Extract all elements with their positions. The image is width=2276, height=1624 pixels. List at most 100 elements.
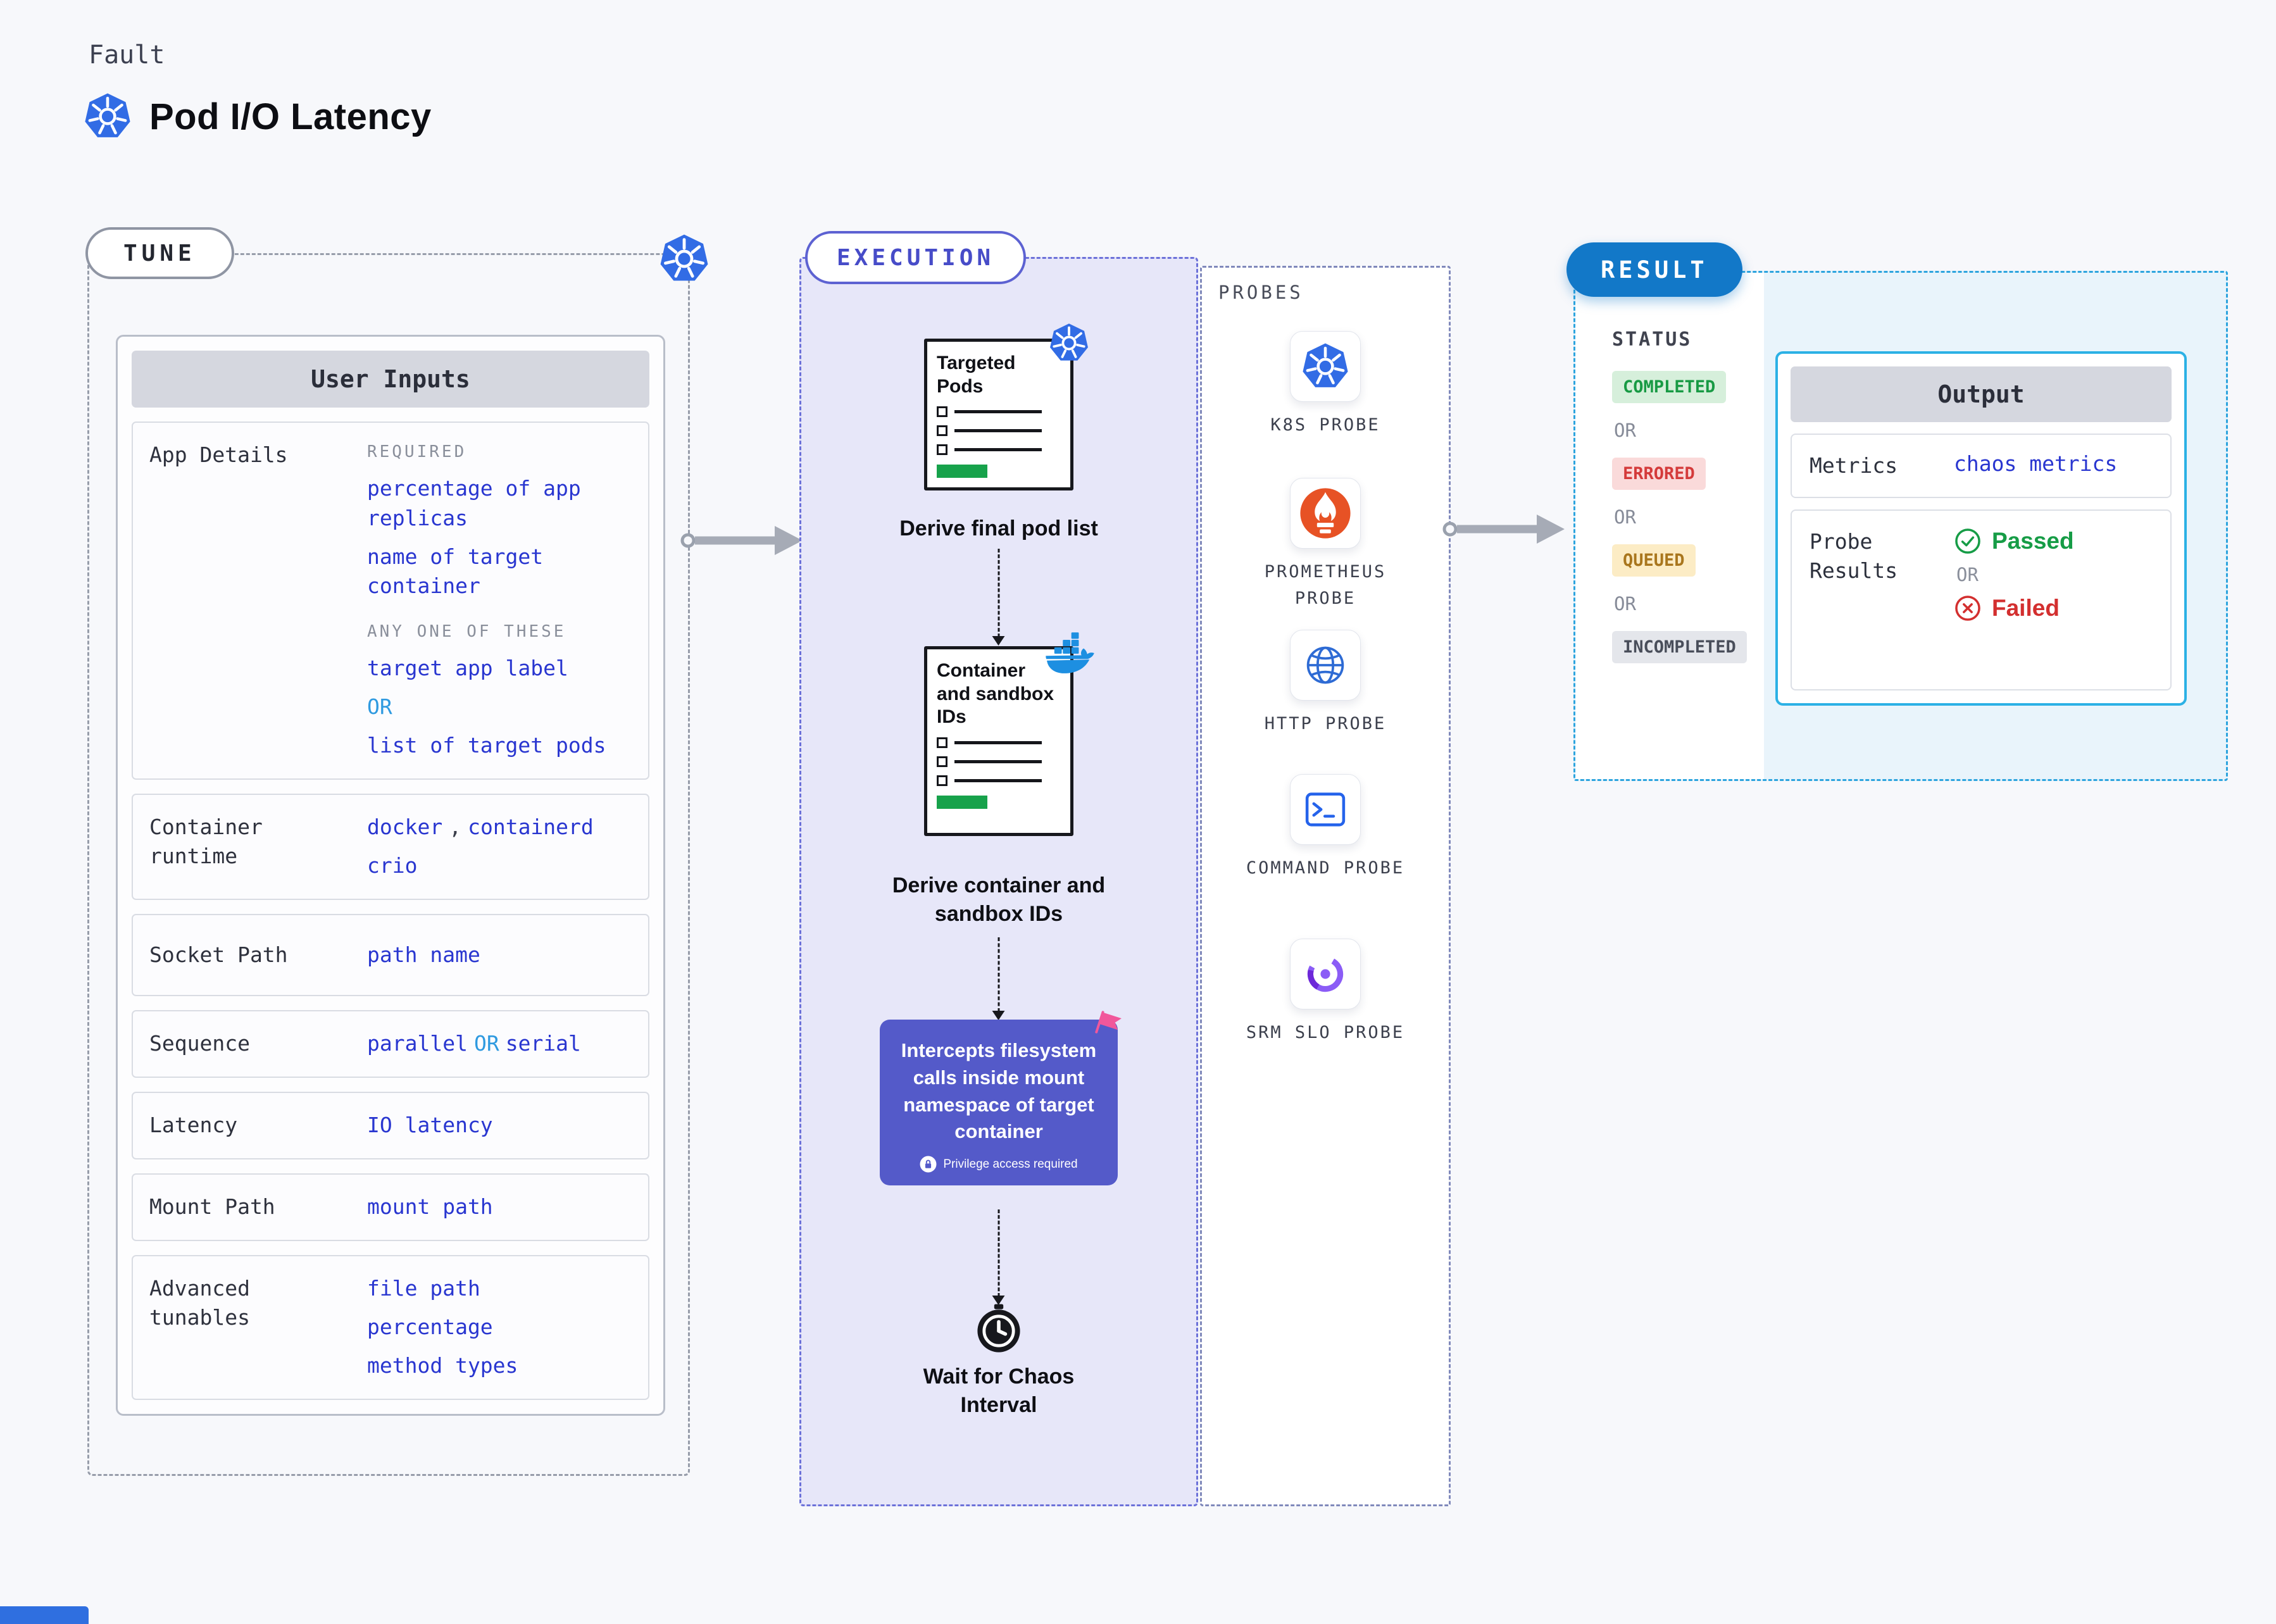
app-details-label: App Details — [149, 442, 288, 467]
socket-path-row: Socket Path path name — [132, 913, 649, 997]
mount-path-row: Mount Path mount path — [132, 1173, 649, 1241]
probe-name: SRM SLO PROBE — [1246, 1023, 1405, 1042]
anyone-item: target app label — [367, 656, 568, 681]
kubernetes-icon — [1301, 342, 1349, 390]
sequence-value: parallel — [367, 1031, 468, 1056]
output-title: Output — [1791, 366, 2172, 422]
status-panel — [1575, 273, 1764, 779]
anyone-item: list of target pods — [367, 732, 606, 758]
doc-green-bar — [937, 465, 987, 478]
step-caption: Derive final pod list — [899, 516, 1098, 540]
required-heading: REQUIRED — [367, 442, 467, 461]
flow-down-arrow — [992, 1209, 1005, 1305]
status-badge-errored: ERRORED — [1612, 458, 1706, 490]
cropped-blue-element — [0, 1606, 89, 1624]
targeted-pods-doc: Targeted Pods — [924, 339, 1073, 491]
tunable-value: percentage — [367, 1314, 493, 1339]
page-header: Pod I/O Latency — [84, 92, 432, 141]
latency-row: Latency IO latency — [132, 1092, 649, 1160]
page-title: Pod I/O Latency — [149, 96, 432, 137]
privilege-text: Privilege access required — [943, 1157, 1078, 1171]
runtime-value: docker — [367, 814, 443, 839]
or-separator: OR — [1956, 564, 1979, 586]
doc-title: Container and sandbox IDs — [937, 660, 1054, 728]
kubernetes-icon — [659, 234, 710, 284]
user-inputs-card: User Inputs App Details REQUIRED percent… — [116, 335, 665, 1416]
docker-icon — [1044, 627, 1097, 680]
tune-section: TUNE User Inputs App Details REQUIRED pe… — [85, 227, 690, 1476]
kubernetes-icon — [84, 92, 132, 141]
probes-section: PROBES K8S PROBE PROMETHEUS PROBE HTTP P… — [1200, 266, 1451, 1506]
x-circle-icon — [1954, 594, 1982, 622]
flag-icon — [1092, 1008, 1128, 1044]
or-separator: OR — [1614, 420, 1636, 441]
doc-list-line — [937, 775, 1061, 786]
probes-label: PROBES — [1218, 282, 1304, 303]
probe-results-label: Probe Results — [1810, 529, 1898, 584]
metrics-value: chaos metrics — [1954, 451, 2118, 476]
check-circle-icon — [1954, 527, 1982, 555]
execution-section: EXECUTION Targeted Pods Derive final pod… — [799, 231, 1198, 1506]
probes-to-result-arrow — [1437, 506, 1573, 552]
or-separator: OR — [367, 694, 392, 720]
lock-icon — [920, 1156, 937, 1173]
doc-list-line — [937, 444, 1061, 456]
status-badge-incompleted: INCOMPLETED — [1612, 631, 1747, 663]
socket-path-label: Socket Path — [149, 942, 288, 967]
status-column: STATUS COMPLETED OR ERRORED OR QUEUED OR… — [1612, 328, 1747, 663]
or-separator: OR — [1614, 593, 1636, 615]
latency-label: Latency — [149, 1113, 238, 1138]
status-badge-queued: QUEUED — [1612, 544, 1696, 577]
globe-icon — [1301, 641, 1349, 689]
failed-result: Failed — [1954, 594, 2074, 622]
status-heading: STATUS — [1612, 328, 1692, 351]
runtime-value: containerd — [468, 814, 594, 839]
prometheus-icon — [1297, 485, 1353, 541]
step-caption: Derive container and sandbox IDs — [892, 873, 1106, 926]
tune-label: TUNE — [85, 227, 234, 279]
doc-list-line — [937, 756, 1061, 767]
fault-eyebrow: Fault — [89, 41, 165, 70]
mount-path-label: Mount Path — [149, 1194, 275, 1220]
app-details-values: REQUIRED percentage of app replicas name… — [367, 440, 635, 761]
privilege-badge: Privilege access required — [895, 1156, 1103, 1173]
probe-name: PROMETHEUS PROBE — [1264, 562, 1387, 608]
user-inputs-title: User Inputs — [132, 351, 649, 408]
probe-item-http: HTTP PROBE — [1202, 630, 1449, 737]
flow-down-arrow — [992, 549, 1005, 646]
probe-name: COMMAND PROBE — [1246, 858, 1405, 878]
probe-item-k8s: K8S PROBE — [1202, 331, 1449, 439]
clock-icon — [973, 1303, 1024, 1354]
probe-name: K8S PROBE — [1270, 415, 1380, 435]
status-badge-completed: COMPLETED — [1612, 371, 1727, 403]
passed-label: Passed — [1992, 528, 2074, 554]
slo-icon — [1301, 950, 1349, 998]
probe-results-row: Probe Results Passed OR Failed — [1791, 509, 2172, 690]
or-separator: OR — [1614, 506, 1636, 528]
container-runtime-label: Container runtime — [149, 814, 263, 869]
result-label: RESULT — [1566, 242, 1742, 297]
passed-result: Passed — [1954, 527, 2074, 555]
intercept-text: Intercepts filesystem calls inside mount… — [901, 1039, 1097, 1143]
kubernetes-icon — [1049, 323, 1089, 363]
socket-path-value: path name — [367, 942, 480, 967]
mount-path-value: mount path — [367, 1194, 493, 1220]
container-ids-doc: Container and sandbox IDs — [924, 646, 1073, 836]
metrics-row: Metrics chaos metrics — [1791, 434, 2172, 499]
doc-list-line — [937, 425, 1061, 437]
container-runtime-values: docker,containerd crio — [367, 813, 635, 881]
terminal-icon — [1301, 785, 1349, 834]
intercept-box: Intercepts filesystem calls inside mount… — [880, 1020, 1118, 1186]
container-runtime-row: Container runtime docker,containerd crio — [132, 793, 649, 900]
doc-list-line — [937, 406, 1061, 418]
execution-label: EXECUTION — [805, 231, 1027, 284]
app-details-row: App Details REQUIRED percentage of app r… — [132, 422, 649, 780]
sequence-label: Sequence — [149, 1031, 250, 1056]
tunable-value: method types — [367, 1352, 518, 1378]
required-item: percentage of app replicas — [367, 475, 581, 530]
required-item: name of target container — [367, 544, 544, 599]
latency-value: IO latency — [367, 1113, 493, 1138]
sequence-value: serial — [505, 1031, 581, 1056]
result-section: RESULT STATUS COMPLETED OR ERRORED OR QU… — [1566, 242, 2228, 781]
output-card: Output Metrics chaos metrics Probe Resul… — [1775, 351, 2187, 706]
